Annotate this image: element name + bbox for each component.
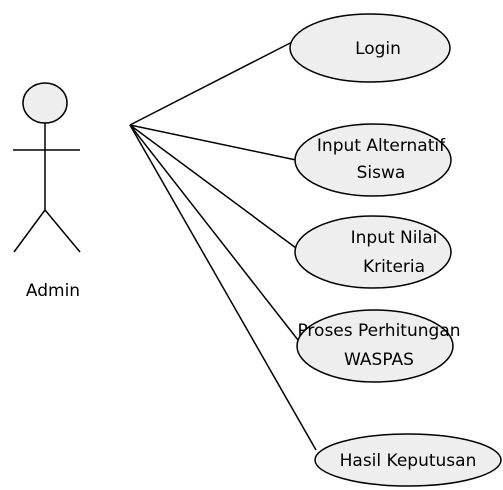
association-proses-perhitungan-waspas <box>129 124 299 341</box>
actor-leg-left <box>13 209 46 253</box>
actor-label: Admin <box>26 281 80 301</box>
association-input-nilai-kriteria <box>129 124 297 249</box>
use-case-ellipse[interactable] <box>294 123 452 197</box>
use-case-hasil-keputusan[interactable]: Hasil Keputusan <box>314 433 502 487</box>
use-case-login[interactable]: Login <box>289 13 451 83</box>
actor-head <box>22 82 68 124</box>
use-case-input-nilai-kriteria[interactable]: Input Nilai Kriteria <box>294 215 452 289</box>
use-case-label-line-2: Kriteria <box>363 257 425 277</box>
use-case-ellipse[interactable] <box>314 433 502 487</box>
use-case-label: Hasil Keputusan <box>340 451 477 471</box>
association-input-alternatif-siswa <box>129 124 297 161</box>
use-case-label-line-1: Input Alternatif <box>317 136 446 156</box>
actor-leg-right <box>44 209 81 253</box>
association-hasil-keputusan <box>129 124 317 451</box>
use-case-label-line-2: Siswa <box>357 163 406 183</box>
use-case-label-line-1: Proses Perhitungan <box>297 321 460 341</box>
use-case-label-line-1: Input Nilai <box>351 228 438 248</box>
use-case-ellipse[interactable] <box>294 215 452 289</box>
use-case-label-line-2: WASPAS <box>344 350 414 370</box>
associations <box>129 37 317 451</box>
use-case-input-alternatif-siswa[interactable]: Input Alternatif Siswa <box>294 123 452 197</box>
association-login <box>129 37 301 126</box>
actor-admin: Admin <box>13 82 81 301</box>
use-case-ellipse[interactable] <box>289 13 451 83</box>
use-case-proses-perhitungan-waspas[interactable]: Proses Perhitungan WASPAS <box>296 309 461 383</box>
use-case-ellipse[interactable] <box>296 309 454 383</box>
use-case-label: Login <box>355 39 401 59</box>
